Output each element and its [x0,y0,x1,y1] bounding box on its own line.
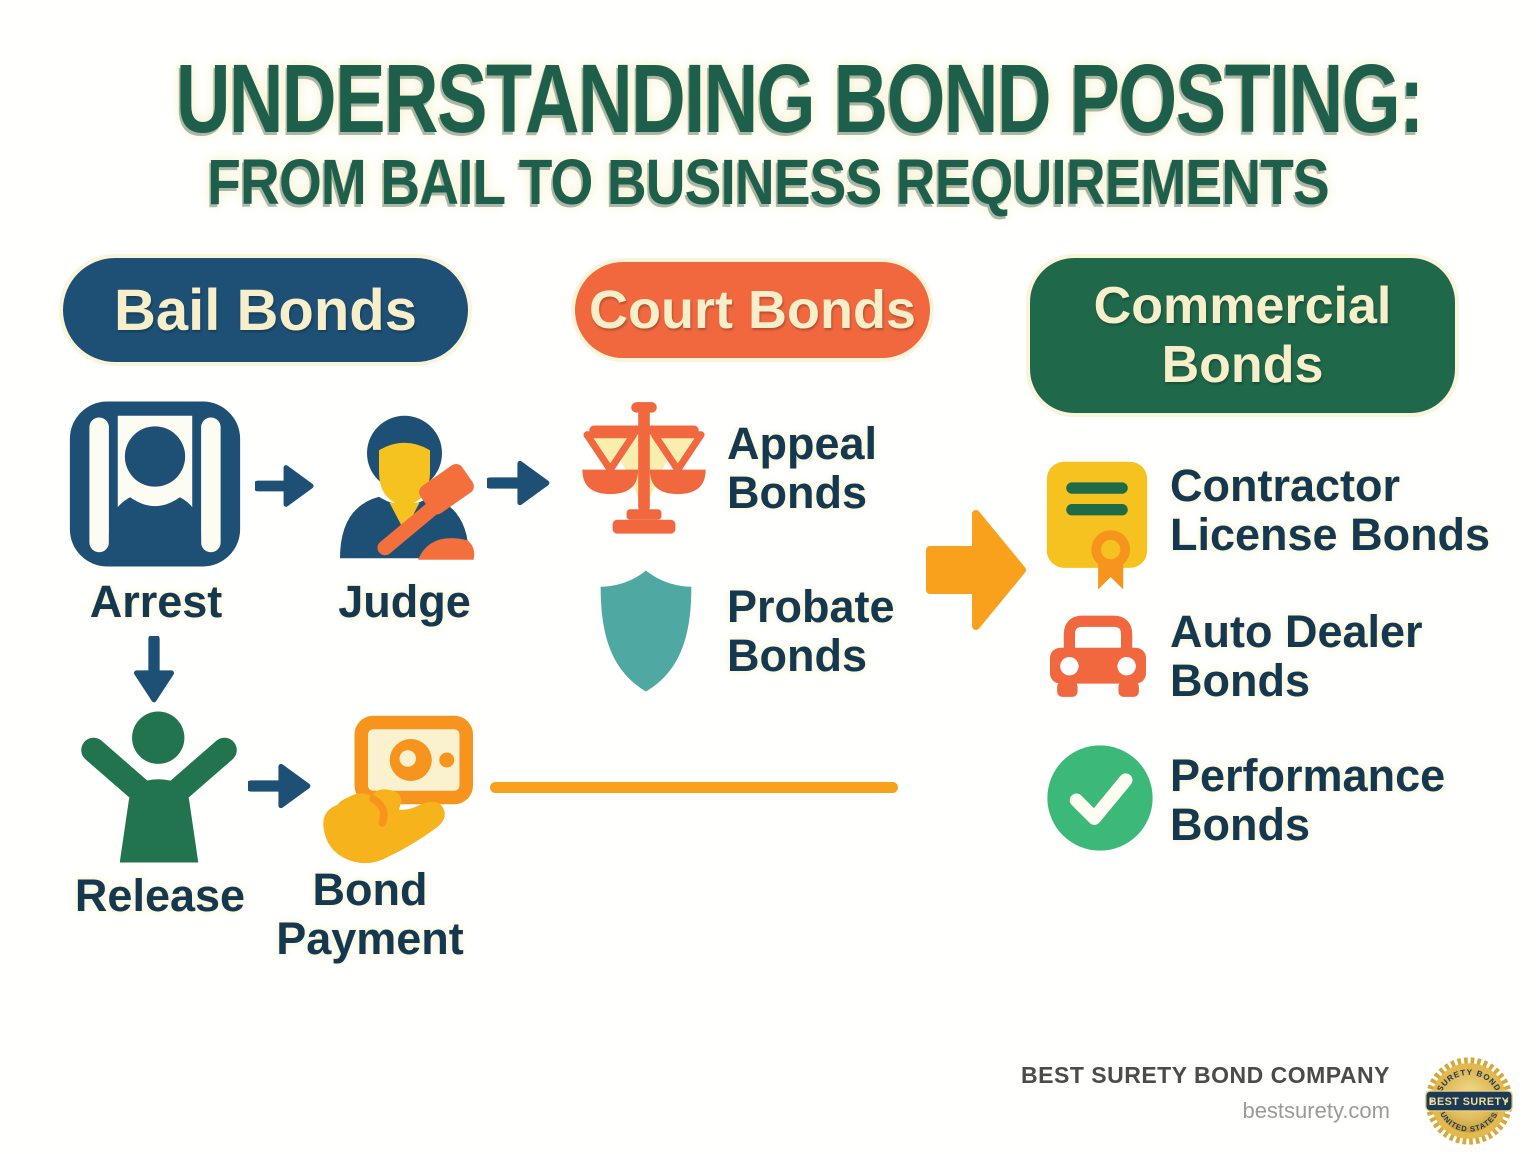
arrow-right-icon [487,460,550,506]
bail-bonds-header-label: Bail Bonds [114,277,417,343]
arrow-right-icon [255,465,314,507]
court-bonds-header-label: Court Bonds [589,280,916,340]
money-hand-icon [323,715,473,864]
website-url: bestsurety.com [1242,1098,1390,1123]
connector-line [490,782,898,793]
page-title: UNDERSTANDING BOND POSTING: [0,50,1536,147]
commercial-bonds-header-label: Commercial Bonds [1093,277,1392,394]
scales-icon [582,402,706,534]
page-subtitle-text: FROM BAIL TO BUSINESS REQUIREMENTS [207,146,1329,218]
probate-bonds-label: Probate Bonds [727,581,895,681]
release-label: Release [74,870,246,921]
badge-center-text: BEST SURETY [1429,1096,1510,1108]
judge-icon [340,415,475,560]
arrow-down-icon [133,636,175,703]
court-bonds-header: Court Bonds [575,262,930,358]
certificate-icon [1046,461,1148,590]
page-subtitle: FROM BAIL TO BUSINESS REQUIREMENTS [0,150,1536,214]
company-name: BEST SURETY BOND COMPANY [1021,1062,1390,1088]
best-surety-badge: SURETY BOND UNITED STATES BEST SURETY [1425,1057,1513,1145]
bail-bonds-header: Bail Bonds [63,258,468,362]
appeal-bonds-label: Appeal Bonds [727,418,878,518]
shield-icon [600,570,692,692]
check-icon [1047,745,1153,851]
contractor-license-bonds-label: Contractor License Bonds [1170,460,1491,560]
big-arrow-right-icon [926,510,1026,630]
bond-payment-label: Bond Payment [276,864,464,964]
judge-label: Judge [338,576,471,627]
arrow-right-icon [248,763,311,809]
arrest-label: Arrest [89,576,223,627]
auto-dealer-bonds-label: Auto Dealer Bonds [1170,606,1423,706]
car-icon [1049,615,1147,697]
page-title-text: UNDERSTANDING BOND POSTING: [175,44,1424,153]
release-icon [81,711,237,863]
performance-bonds-label: Performance Bonds [1170,750,1446,850]
commercial-bonds-header: Commercial Bonds [1030,258,1455,413]
arrest-icon [69,401,241,567]
